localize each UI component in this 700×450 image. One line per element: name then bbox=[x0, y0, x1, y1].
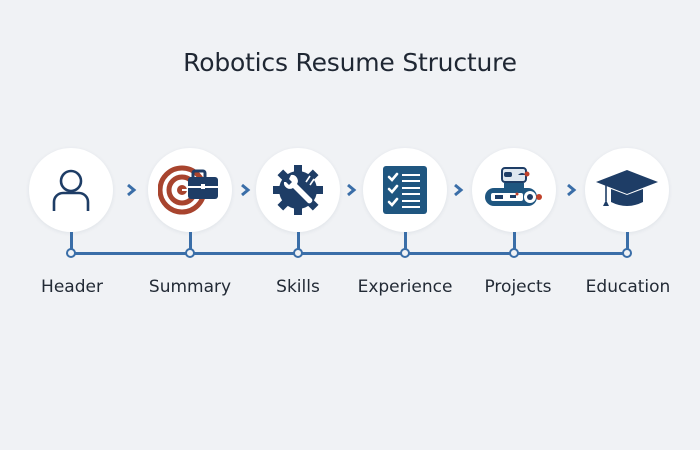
gear-wrench-icon bbox=[273, 165, 323, 215]
step-experience-circle bbox=[363, 148, 447, 232]
step-projects-node bbox=[509, 248, 519, 258]
step-header-stem bbox=[70, 232, 73, 252]
chevron-right-icon bbox=[127, 183, 137, 197]
step-education-circle bbox=[585, 148, 669, 232]
chevron-right-icon bbox=[347, 183, 357, 197]
step-skills-circle bbox=[256, 148, 340, 232]
step-education-label: Education bbox=[585, 277, 671, 297]
step-header-label: Header bbox=[41, 277, 103, 297]
chevron-right-icon bbox=[454, 183, 464, 197]
step-summary-stem bbox=[189, 232, 192, 252]
step-projects-label: Projects bbox=[484, 277, 552, 297]
robot-icon bbox=[485, 167, 542, 206]
step-header-node bbox=[66, 248, 76, 258]
step-summary-label: Summary bbox=[148, 277, 232, 297]
step-skills-label: Skills bbox=[276, 277, 320, 297]
checklist-icon bbox=[383, 166, 427, 214]
page-title: Robotics Resume Structure bbox=[183, 48, 517, 77]
step-skills-stem bbox=[297, 232, 300, 252]
step-summary-node bbox=[185, 248, 195, 258]
step-skills-node bbox=[293, 248, 303, 258]
graduation-cap-icon bbox=[596, 170, 658, 206]
chevron-right-icon bbox=[241, 183, 251, 197]
target-briefcase-icon bbox=[158, 165, 218, 215]
step-projects-stem bbox=[513, 232, 516, 252]
step-experience-stem bbox=[404, 232, 407, 252]
step-projects-circle bbox=[472, 148, 556, 232]
step-experience-label: Experience bbox=[357, 277, 453, 297]
step-summary-circle bbox=[148, 148, 232, 232]
step-education-node bbox=[622, 248, 632, 258]
step-education-stem bbox=[626, 232, 629, 252]
chevron-right-icon bbox=[567, 183, 577, 197]
timeline-line bbox=[71, 252, 627, 255]
step-header-circle bbox=[29, 148, 113, 232]
user-icon bbox=[52, 169, 90, 211]
step-experience-node bbox=[400, 248, 410, 258]
